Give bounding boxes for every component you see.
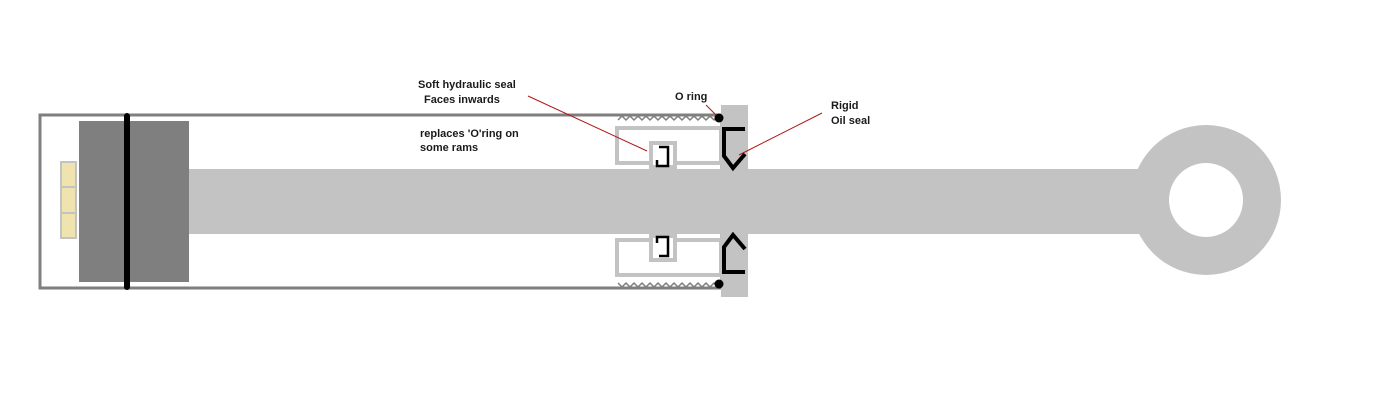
o-ring-lower: [714, 279, 724, 289]
soft-seal-lower: [655, 235, 670, 258]
thread-lower: [617, 281, 719, 289]
leader-soft-seal: [527, 95, 648, 152]
rod-eye: [1131, 125, 1281, 275]
label-soft-seal-line2: Faces inwards: [424, 94, 500, 106]
label-o-ring: O ring: [675, 91, 708, 103]
valve-block: [60, 161, 77, 239]
soft-seal-upper: [655, 145, 670, 168]
label-rigid-line1: Rigid: [831, 100, 859, 112]
piston: [79, 121, 189, 282]
thread-upper: [617, 114, 719, 122]
o-ring-upper: [714, 113, 724, 123]
label-replaces-line1: replaces 'O'ring on: [420, 128, 519, 140]
leader-o-ring: [705, 104, 717, 116]
leader-rigid-seal: [738, 112, 823, 156]
label-rigid-line2: Oil seal: [831, 115, 871, 127]
rigid-oil-seal-lower: [722, 231, 747, 274]
piston-rod: [189, 169, 1145, 234]
label-replaces-line2: some rams: [420, 142, 479, 154]
rigid-oil-seal-upper: [722, 127, 747, 172]
label-soft-seal-line1: Soft hydraulic seal: [418, 79, 516, 91]
